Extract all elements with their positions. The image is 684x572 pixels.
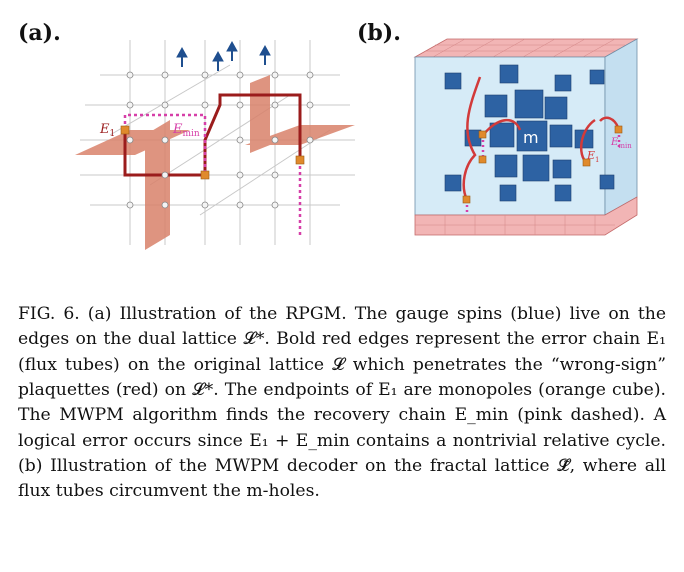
rpgm-lattice-figure: E1 Emin — [75, 40, 355, 250]
emin-label: Emin — [172, 122, 200, 139]
error-chain-e1 — [123, 93, 302, 177]
m-hole-cubes — [444, 64, 615, 202]
monopoles — [120, 125, 305, 180]
e1-label: E1 — [99, 122, 115, 139]
lattice-nodes — [126, 71, 314, 209]
wrong-sign-plaquettes — [75, 75, 355, 250]
figure-caption: FIG. 6. (a) Illustration of the RPGM. Th… — [18, 304, 666, 502]
top-boundary-slab — [413, 38, 639, 58]
monopoles-b — [462, 125, 623, 204]
e1-label-b: E1 — [586, 149, 600, 164]
gauge-spins — [176, 40, 271, 71]
emin-label-b: Emin — [610, 137, 632, 150]
fractal-lattice-figure: m E1 Emin — [413, 38, 639, 236]
panel-a-label: (a). — [18, 20, 61, 46]
bottom-boundary-slab — [414, 196, 638, 236]
recovery-chain-emin — [123, 113, 207, 175]
panel-b-label: (b). — [357, 20, 401, 46]
m-label: m — [523, 128, 539, 147]
